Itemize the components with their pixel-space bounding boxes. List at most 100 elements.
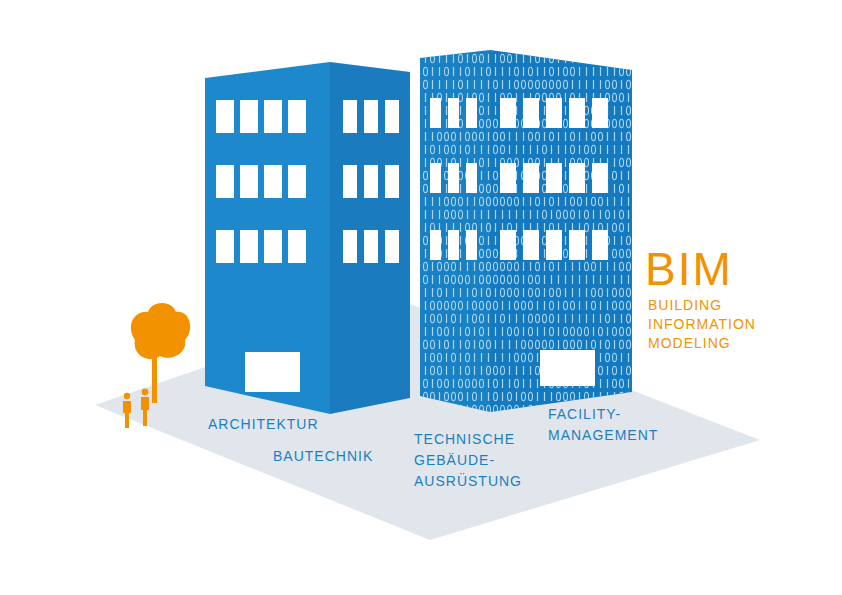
binary-stroke [460,236,461,245]
binary-stroke [431,392,435,400]
binary-stroke [460,340,461,349]
binary-stroke [459,275,463,283]
binary-stroke [480,184,484,192]
binary-stroke [536,262,540,270]
binary-stroke [474,210,475,219]
binary-stroke [452,197,456,205]
binary-stroke [487,262,491,270]
binary-stroke [439,392,440,401]
binary-stroke [487,184,491,192]
binary-stroke [508,392,512,400]
binary-stroke [600,262,601,271]
binary-stroke [467,288,468,297]
person-body [123,401,131,428]
binary-stroke [544,106,545,115]
binary-stroke [614,210,615,219]
window [240,100,258,133]
building-face [420,50,490,412]
binary-stroke [424,262,428,270]
binary-stroke [565,314,566,323]
binary-stroke [579,145,580,154]
binary-stroke [544,262,545,271]
binary-stroke [487,67,491,75]
binary-stroke [620,223,624,231]
binary-stroke [613,171,617,179]
binary-stroke [516,132,517,141]
binary-stroke [613,119,617,127]
binary-stroke [481,210,482,219]
binary-stroke [425,223,426,232]
binary-stroke [474,145,475,154]
binary-stroke [543,210,547,218]
binary-stroke [550,301,554,309]
binary-stroke [537,210,538,219]
binary-stroke [460,223,461,232]
binary-stroke [494,184,498,192]
binary-stroke [424,80,428,88]
binary-stroke [459,197,463,205]
binary-stroke [501,197,505,205]
binary-stroke [425,197,426,206]
window [592,98,608,128]
binary-stroke [522,392,526,400]
window [288,165,306,198]
binary-stroke [586,301,587,310]
binary-stroke [515,197,519,205]
binary-stroke [501,275,505,283]
binary-stroke [438,379,442,387]
binary-stroke [515,275,519,283]
binary-stroke [445,171,449,179]
binary-stroke [502,67,503,76]
binary-stroke [586,249,587,258]
binary-stroke [424,67,428,75]
binary-stroke [488,132,489,141]
binary-stroke [529,327,533,335]
binary-stroke [523,314,524,323]
binary-stroke [509,67,510,76]
binary-stroke [579,210,580,219]
binary-stroke [536,197,540,205]
binary-stroke [585,327,589,335]
binary-stroke [487,223,491,231]
binary-stroke [487,405,491,413]
binary-stroke [466,67,470,75]
binary-stroke [628,275,629,284]
binary-stroke [453,379,454,388]
binary-stroke [432,288,433,297]
binary-stroke [592,340,596,348]
window [500,98,516,128]
binary-stroke [543,314,547,322]
window [364,100,378,133]
binary-stroke [494,132,498,140]
binary-stroke [620,184,624,192]
binary-stroke [627,236,631,244]
binary-stroke [599,288,603,296]
binary-stroke [585,106,589,114]
binary-stroke [466,275,470,283]
binary-stroke [439,67,440,76]
binary-stroke [460,158,461,167]
binary-stroke [544,158,545,167]
binary-stroke [606,340,610,348]
binary-stroke [607,67,608,76]
binary-stroke [502,340,503,349]
binary-stroke [592,301,596,309]
binary-stroke [439,275,440,284]
binary-stroke [438,132,442,140]
binary-stroke [537,145,538,154]
binary-stroke [446,405,447,414]
binary-stroke [613,353,617,361]
binary-stroke [495,106,496,115]
binary-stroke [572,275,573,284]
binary-stroke [571,197,575,205]
binary-stroke [620,288,624,296]
binary-stroke [571,340,575,348]
window [216,100,234,133]
binary-stroke [551,392,552,401]
binary-stroke [627,301,631,309]
binary-stroke [607,288,608,297]
binary-stroke [579,392,580,401]
discipline-label: BAUTECHNIK [273,446,373,467]
binary-stroke [621,366,622,375]
binary-stroke [474,197,475,206]
